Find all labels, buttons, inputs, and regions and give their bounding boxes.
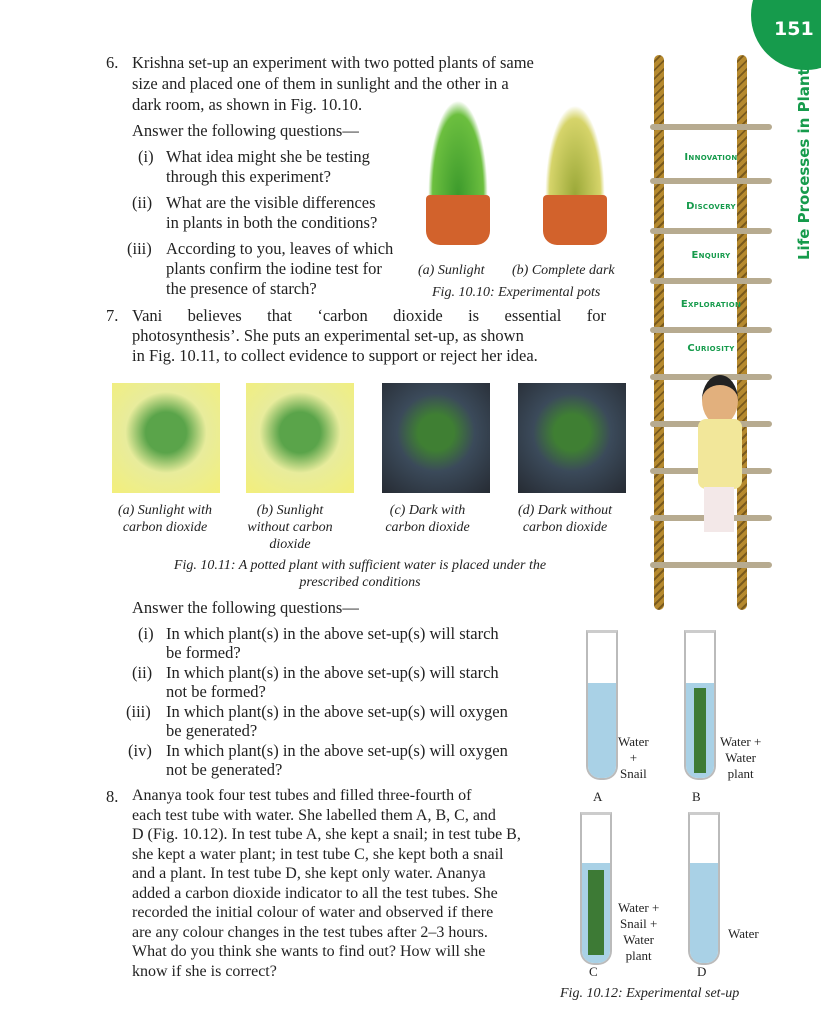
q6-item: in plants in both the conditions? <box>166 213 378 232</box>
q6-text: dark room, as shown in Fig. 10.10. <box>132 95 363 114</box>
ladder-label: Enquiry <box>691 250 731 261</box>
q6-item: What idea might she be testing <box>166 147 370 166</box>
q6-text: size and placed one of them in sunlight … <box>132 74 509 93</box>
q6-item: What are the visible differences <box>166 193 376 212</box>
q6-item: through this experiment? <box>166 167 331 186</box>
test-tube-c <box>580 812 612 965</box>
fig-10-10-label-a: (a) Sunlight <box>418 263 485 278</box>
setup-d-image <box>518 383 626 493</box>
ladder-label: Exploration <box>680 299 742 310</box>
plant-sunlight-image <box>418 100 498 250</box>
tube-a-letter: A <box>593 789 603 804</box>
q7-item-number: (ii) <box>132 663 153 682</box>
tube-d-label: Water <box>728 926 759 941</box>
q6-item: plants confirm the iodine test for <box>166 259 382 278</box>
q7-item-number: (i) <box>138 624 154 643</box>
test-tube-a <box>586 630 618 780</box>
test-tube-d <box>688 812 720 965</box>
tube-d-letter: D <box>697 964 707 979</box>
q6-item: the presence of starch? <box>166 279 317 298</box>
setup-b-image <box>246 383 354 493</box>
q7-item: In which plant(s) in the above set-up(s)… <box>166 741 508 760</box>
q6-item-number: (i) <box>138 147 154 166</box>
q6-number: 6. <box>106 53 119 72</box>
q7-item: In which plant(s) in the above set-up(s)… <box>166 624 499 643</box>
q7-text: in Fig. 10.11, to collect evidence to su… <box>132 346 538 365</box>
q7-item-number: (iii) <box>126 702 151 721</box>
q7-answer-prompt: Answer the following questions— <box>132 598 359 617</box>
tube-a-label: Water+Snail <box>618 734 649 781</box>
q7-number: 7. <box>106 306 119 325</box>
page-number: 151 <box>774 18 814 40</box>
fig-10-10-caption: Fig. 10.10: Experimental pots <box>432 285 601 300</box>
q6-item: According to you, leaves of which <box>166 239 394 258</box>
boy-climbing-illustration <box>690 375 750 535</box>
q8-number: 8. <box>106 787 119 806</box>
q7-text: photosynthesis’. She puts an experimenta… <box>132 326 524 345</box>
q6-text: Krishna set-up an experiment with two po… <box>132 53 534 72</box>
ladder-label: Discovery <box>686 201 736 212</box>
q6-item-number: (iii) <box>127 239 152 258</box>
q7-item: be generated? <box>166 721 258 740</box>
plant-dark-image <box>535 105 615 250</box>
q7-text: Vani believes that ‘carbon dioxide is es… <box>132 306 606 325</box>
chapter-title: Life Processes in Plants <box>795 59 813 260</box>
setup-a-image <box>112 383 220 493</box>
setup-c-image <box>382 383 490 493</box>
ladder-label: Curiosity <box>687 343 735 354</box>
q6-answer-prompt: Answer the following questions— <box>132 121 359 140</box>
ladder-label: Innovation <box>684 152 738 163</box>
q7-item: be formed? <box>166 643 241 662</box>
q7-item-number: (iv) <box>128 741 152 760</box>
q7-item: not be formed? <box>166 682 266 701</box>
fig-10-10-label-b: (b) Complete dark <box>512 263 615 278</box>
q7-item: not be generated? <box>166 760 283 779</box>
tube-b-letter: B <box>692 789 701 804</box>
q7-item: In which plant(s) in the above set-up(s)… <box>166 702 508 721</box>
fig-10-11-caption: Fig. 10.11: A potted plant with sufficie… <box>173 558 547 590</box>
fig-10-12-caption: Fig. 10.12: Experimental set-up <box>560 986 740 1001</box>
test-tube-b <box>684 630 716 780</box>
q6-item-number: (ii) <box>132 193 153 212</box>
q7-item: In which plant(s) in the above set-up(s)… <box>166 663 499 682</box>
q8-text: Ananya took four test tubes and filled t… <box>132 787 521 980</box>
tube-c-letter: C <box>589 964 598 979</box>
